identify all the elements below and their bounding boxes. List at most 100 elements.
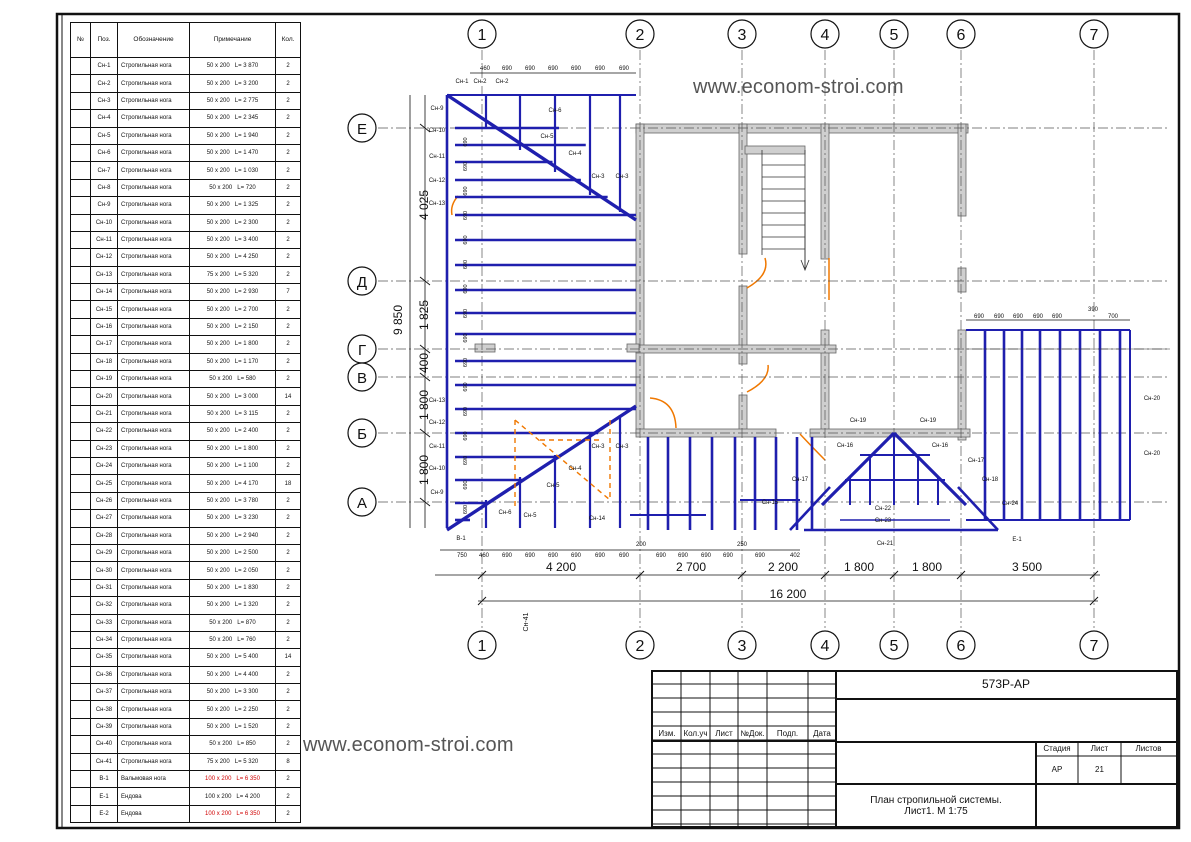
spec-length: L= 1 320 — [234, 602, 259, 609]
spec-pos: Сн-7 — [90, 161, 118, 180]
spec-size: 50 x 200 — [206, 671, 230, 678]
spec-note: 50 x 200 L= 4 250 — [189, 248, 276, 267]
spec-note: 50 x 200 L= 720 — [189, 178, 276, 198]
spec-qty: 2 — [275, 230, 301, 250]
spec-pos: Сн-18 — [90, 352, 118, 372]
spec-qty: 2 — [275, 735, 301, 754]
wall-segment — [738, 123, 748, 255]
spec-length: L= 2 775 — [234, 97, 259, 104]
rafter — [789, 486, 831, 531]
axis-bubble-letter — [347, 487, 377, 517]
spec-note: 50 x 200 L= 1 470 — [189, 143, 276, 163]
spec-name: Стропильная нога — [117, 196, 190, 215]
spec-name: Стропильная нога — [117, 404, 190, 424]
spec-length: L= 1 940 — [234, 132, 259, 139]
wall-segment — [957, 267, 967, 293]
dim-misc: 690 — [678, 553, 689, 559]
dim-bottom: 3 500 — [1012, 560, 1042, 574]
spec-name: Стропильная нога — [117, 335, 190, 354]
spec-note: 50 x 200 L= 1 320 — [189, 596, 276, 615]
spec-note: 50 x 200 L= 760 — [189, 630, 276, 650]
spec-note: 50 x 200 L= 2 500 — [189, 543, 276, 563]
spec-name: Стропильная нога — [117, 265, 190, 285]
spec-name: Стропильная нога — [117, 230, 190, 250]
wall-segment — [626, 343, 640, 353]
spec-num — [70, 161, 91, 180]
spec-note: 50 x 200 L= 1 030 — [189, 161, 276, 180]
stair-arrowhead — [800, 259, 810, 272]
door-swing — [746, 364, 769, 393]
spec-pos: Сн-6 — [90, 143, 118, 163]
spec-size: 50 x 200 — [206, 480, 230, 487]
spec-name: Стропильная нога — [117, 578, 190, 598]
spec-note: 50 x 200 L= 850 — [189, 735, 276, 754]
spec-name: Стропильная нога — [117, 109, 190, 128]
spec-name: Стропильная нога — [117, 474, 190, 493]
door-swing — [649, 397, 677, 429]
axis-number-bottom: 1 — [478, 638, 487, 655]
spec-pos: Сн-38 — [90, 700, 118, 719]
spec-size: 50 x 200 — [206, 167, 230, 174]
spec-qty: 2 — [275, 543, 301, 563]
spec-size: 50 x 200 — [206, 289, 230, 296]
axis-bubble-top — [879, 19, 909, 49]
spec-size: 50 x 200 — [209, 637, 233, 644]
rafter-label: Сн-13 — [429, 201, 446, 207]
stage-header: Стадия — [1043, 744, 1071, 754]
spec-qty: 7 — [275, 283, 301, 302]
spec-num — [70, 143, 91, 163]
dim-small-top: 690 — [548, 66, 559, 72]
spec-note: 50 x 200 L= 2 700 — [189, 300, 276, 319]
spec-num — [70, 770, 91, 789]
spec-header-qty: Кол. — [275, 22, 301, 58]
dim-misc: 690 — [701, 553, 712, 559]
dim-small-top: 690 — [595, 66, 606, 72]
spec-note: 50 x 200 L= 2 930 — [189, 283, 276, 302]
title-block: 573Р-АР Изм. Кол.уч Лист №Док. Подп. Дат… — [651, 670, 1178, 828]
dim-tick — [889, 570, 899, 580]
spec-length: L= 4 250 — [234, 254, 259, 261]
spec-pos: Сн-8 — [90, 178, 118, 198]
dim-small: 690 — [463, 333, 469, 342]
spec-note: 50 x 200 L= 1 800 — [189, 439, 276, 458]
dim-bottom: 4 200 — [546, 560, 576, 574]
spec-note: 50 x 200 L= 5 400 — [189, 648, 276, 667]
spec-pos: Сн-13 — [90, 265, 118, 285]
spec-length: L= 3 000 — [234, 393, 259, 400]
spec-size: 50 x 200 — [206, 654, 230, 661]
dim-misc: 690 — [656, 553, 667, 559]
spec-header-name: Обозначение — [117, 22, 190, 58]
spec-qty: 2 — [275, 300, 301, 319]
rafter-label: Сн-9 — [431, 106, 445, 112]
spec-length: L= 760 — [237, 637, 256, 644]
dim-small: 690 — [463, 162, 469, 171]
axis-letter: Е — [357, 121, 367, 138]
dim-small-right: 690 — [974, 314, 985, 320]
spec-pos: Сн-24 — [90, 456, 118, 476]
axis-number-top: 2 — [636, 27, 645, 44]
axis-bubble-letter — [347, 362, 377, 392]
spec-num — [70, 717, 91, 737]
dim-left-total: 9 850 — [391, 305, 405, 335]
spec-qty: 2 — [275, 561, 301, 580]
axis-bubble-bottom — [727, 630, 757, 660]
spec-name: Стропильная нога — [117, 700, 190, 719]
spec-num — [70, 456, 91, 476]
dim-small-top: 460 — [480, 66, 491, 72]
spec-qty: 2 — [275, 665, 301, 685]
spec-size: 50 x 200 — [209, 619, 233, 626]
spec-length: L= 2 345 — [234, 115, 259, 122]
spec-size: 50 x 200 — [206, 341, 230, 348]
spec-note: 50 x 200 L= 3 000 — [189, 387, 276, 406]
spec-name: Стропильная нога — [117, 439, 190, 458]
project-code: 573Р-АР — [981, 677, 1031, 692]
spec-name: Стропильная нога — [117, 596, 190, 615]
spec-name: Стропильная нога — [117, 387, 190, 406]
